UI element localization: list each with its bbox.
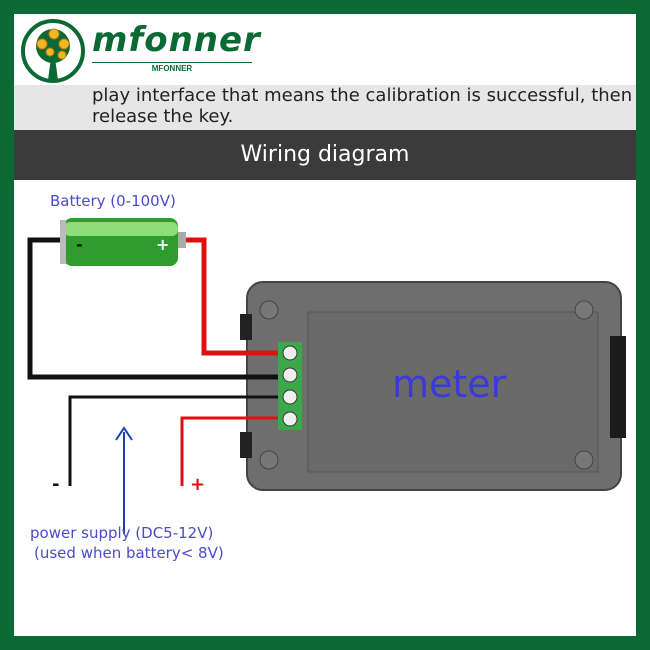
instruction-line-2: release the key.: [92, 106, 234, 127]
screw-icon: [259, 450, 279, 470]
power-supply-note: (used when battery< 8V): [34, 544, 224, 562]
supply-minus: -: [52, 474, 59, 495]
battery-plus: +: [156, 235, 169, 254]
meter-clip: [240, 432, 252, 458]
brand-subtitle: MFONNER: [92, 62, 252, 73]
screw-icon: [574, 450, 594, 470]
battery-label: Battery (0-100V): [50, 192, 176, 210]
power-supply-label: power supply (DC5-12V): [30, 524, 214, 542]
terminal-screws: [282, 345, 298, 427]
brand-name: mfonner: [92, 20, 261, 60]
tree-logo-icon: [21, 19, 85, 83]
supply-plus: +: [190, 474, 205, 495]
meter-clip: [240, 314, 252, 340]
meter-connector: [610, 336, 626, 438]
battery-positive-wire: [186, 237, 278, 356]
battery-negative-wire: [27, 237, 278, 380]
battery-icon: [60, 218, 186, 266]
instruction-line-1: play interface that means the calibratio…: [92, 85, 633, 106]
supply-negative-wire: [68, 395, 278, 486]
section-title: Wiring diagram: [14, 130, 636, 180]
brand-logo: mfonner MFONNER: [20, 18, 260, 88]
supply-positive-wire: [180, 416, 278, 486]
battery-minus: -: [76, 235, 83, 254]
arrow-up-icon: [115, 426, 133, 441]
screw-icon: [259, 300, 279, 320]
meter-display-area: [307, 311, 599, 473]
product-image: play interface that means the calibratio…: [14, 14, 636, 636]
wiring-diagram: - + meter - +: [27, 218, 626, 534]
meter-label: meter: [392, 362, 507, 406]
screw-icon: [574, 300, 594, 320]
instruction-text: play interface that means the calibratio…: [14, 85, 636, 130]
